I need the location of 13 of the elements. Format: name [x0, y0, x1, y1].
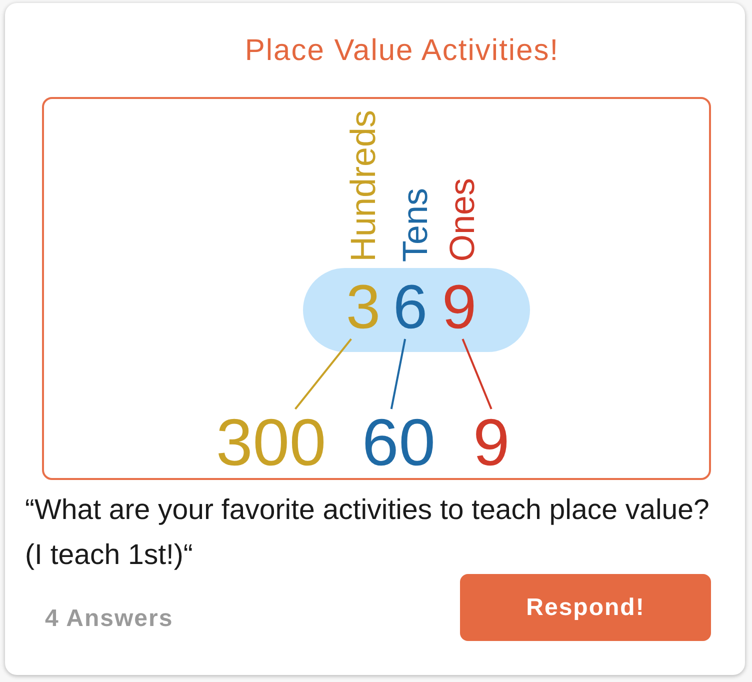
respond-button: Respond! — [460, 574, 711, 641]
place-label: Hundreds — [346, 110, 381, 262]
page-title: Place Value Activities! — [244, 34, 560, 68]
expanded-value: 9 — [473, 409, 510, 475]
digit: 9 — [442, 277, 476, 339]
expanded-value: 60 — [362, 409, 436, 475]
place-label: Ones — [445, 178, 480, 262]
answer-count: 4 Answers — [45, 605, 174, 633]
expanded-value: 300 — [216, 409, 326, 475]
digit: 6 — [393, 277, 428, 339]
place-label: Tens — [398, 188, 433, 262]
question-text: “What are your favorite activities to teach place value? (I teach 1st!)“ — [25, 493, 710, 573]
digit: 3 — [346, 277, 380, 339]
